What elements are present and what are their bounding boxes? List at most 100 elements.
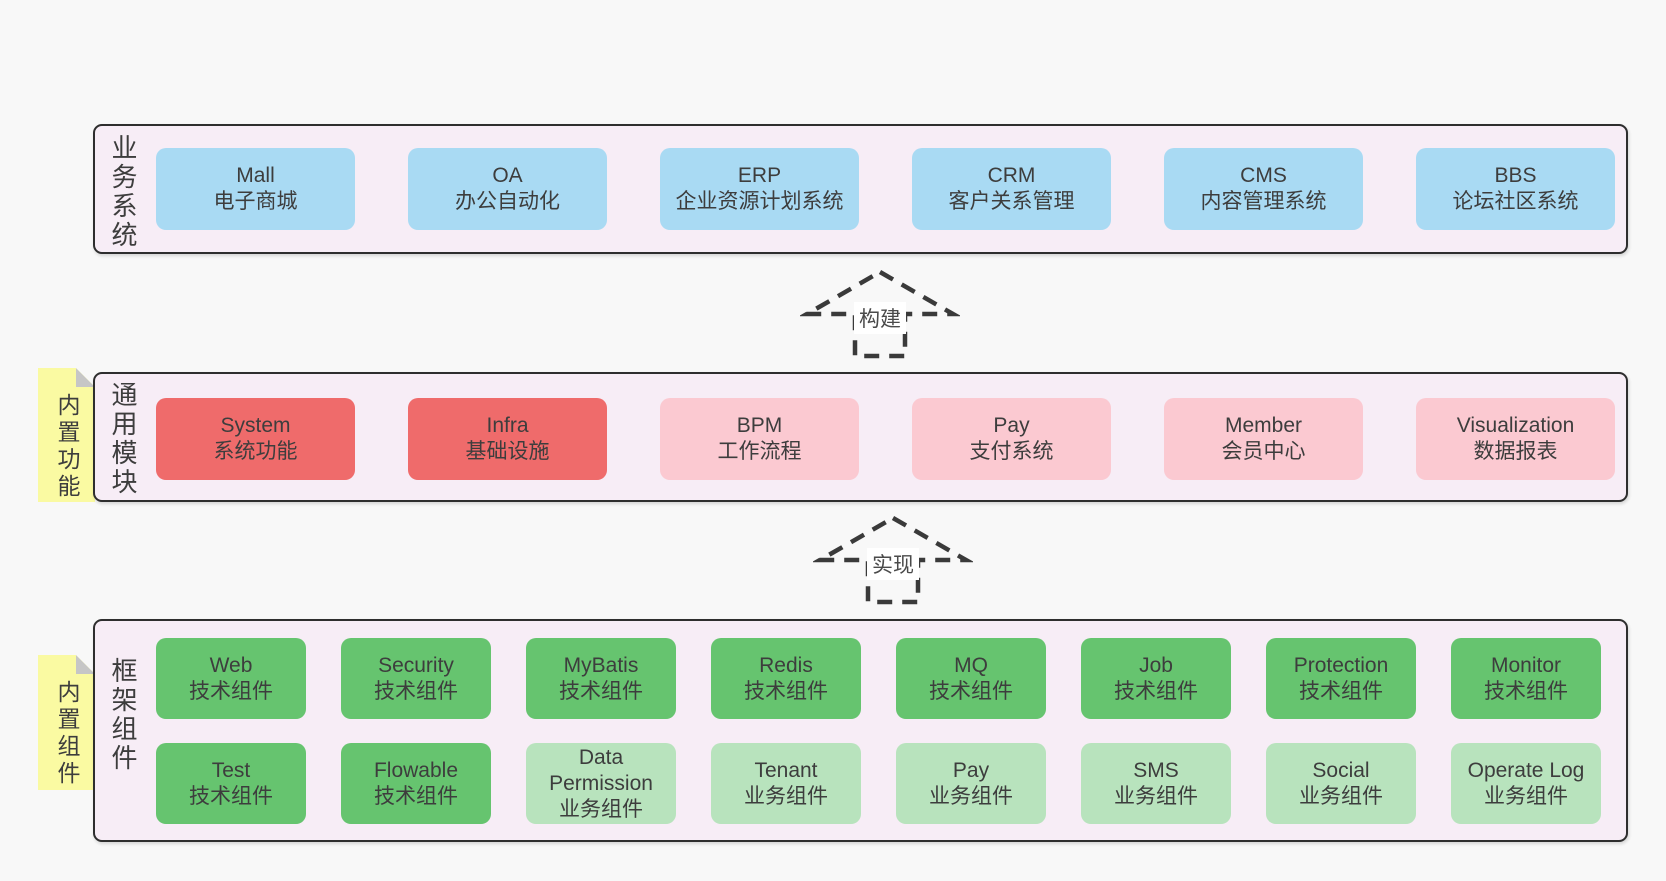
box-title: Infra	[486, 414, 529, 437]
box-subtitle: 基础设施	[465, 440, 550, 463]
box-title: Data Permission	[549, 745, 653, 795]
component-box-tenant: Tenant 业务组件	[711, 743, 861, 824]
module-box-infra: Infra 基础设施	[408, 398, 607, 480]
box-subtitle: 客户关系管理	[948, 190, 1075, 213]
box-subtitle: 技术组件	[189, 679, 273, 703]
box-subtitle: 电子商城	[213, 190, 298, 213]
box-subtitle: 数据报表	[1473, 440, 1558, 463]
components-row-1: Web 技术组件 Security 技术组件 MyBatis 技术组件 Redi…	[156, 638, 1601, 719]
component-box-social: Social 业务组件	[1266, 743, 1416, 824]
box-title: Monitor	[1490, 653, 1562, 677]
component-box-data-permission: Data Permission 业务组件	[526, 743, 676, 824]
layer-label: 通用模块	[108, 381, 138, 497]
box-title: Pay	[993, 414, 1030, 437]
box-title: CRM	[987, 164, 1036, 187]
sticky-note-builtin-features: 内置功能	[38, 368, 95, 502]
box-subtitle: 办公自动化	[455, 190, 560, 213]
box-subtitle: 业务组件	[744, 784, 828, 808]
module-boxes-row: System 系统功能 Infra 基础设施 BPM 工作流程 Pay 支付系统…	[156, 398, 1615, 480]
components-row-2: Test 技术组件 Flowable 技术组件 Data Permission …	[156, 743, 1601, 824]
component-box-mq: MQ 技术组件	[896, 638, 1046, 719]
component-box-sms: SMS 业务组件	[1081, 743, 1231, 824]
box-title: MyBatis	[563, 653, 639, 677]
component-box-redis: Redis 技术组件	[711, 638, 861, 719]
component-box-flowable: Flowable 技术组件	[341, 743, 491, 824]
box-title: Redis	[759, 653, 813, 677]
arrow-label: 构建	[854, 302, 906, 334]
component-box-job: Job 技术组件	[1081, 638, 1231, 719]
layer-label: 业务系统	[108, 134, 138, 250]
box-subtitle: 业务组件	[929, 784, 1013, 808]
up-arrow-dashed-icon	[800, 269, 960, 359]
layer-business-systems: 业务系统 Mall 电子商城 OA 办公自动化 ERP 企业资源计划系统 CRM…	[93, 124, 1628, 254]
box-subtitle: 论坛社区系统	[1452, 190, 1579, 213]
module-box-member: Member 会员中心	[1164, 398, 1363, 480]
module-box-bpm: BPM 工作流程	[660, 398, 859, 480]
module-box-visualization: Visualization 数据报表	[1416, 398, 1615, 480]
box-title: OA	[492, 164, 523, 187]
box-subtitle: 技术组件	[1484, 679, 1568, 703]
box-title: Web	[209, 653, 253, 677]
box-subtitle: 内容管理系统	[1200, 190, 1327, 213]
system-box-cms: CMS 内容管理系统	[1164, 148, 1363, 230]
component-box-pay: Pay 业务组件	[896, 743, 1046, 824]
box-title: Tenant	[754, 758, 818, 782]
box-title: ERP	[737, 164, 782, 187]
component-box-web: Web 技术组件	[156, 638, 306, 719]
arrow-label: 实现	[867, 548, 919, 580]
module-box-system: System 系统功能	[156, 398, 355, 480]
box-title: Member	[1224, 414, 1303, 437]
sticky-note-builtin-components: 内置组件	[38, 655, 95, 790]
box-title: MQ	[954, 653, 988, 677]
component-box-security: Security 技术组件	[341, 638, 491, 719]
layer-framework-components: 框架组件 Web 技术组件 Security 技术组件 MyBatis 技术组件…	[93, 619, 1628, 842]
system-box-erp: ERP 企业资源计划系统	[660, 148, 859, 230]
box-subtitle: 技术组件	[374, 784, 458, 808]
box-title: SMS	[1133, 758, 1179, 782]
box-subtitle: 技术组件	[189, 784, 273, 808]
box-subtitle: 技术组件	[1299, 679, 1383, 703]
component-box-mybatis: MyBatis 技术组件	[526, 638, 676, 719]
box-subtitle: 工作流程	[717, 440, 802, 463]
box-title: BPM	[736, 414, 783, 437]
box-subtitle: 技术组件	[374, 679, 458, 703]
business-boxes-row: Mall 电子商城 OA 办公自动化 ERP 企业资源计划系统 CRM 客户关系…	[156, 148, 1615, 230]
component-box-monitor: Monitor 技术组件	[1451, 638, 1601, 719]
box-title: Mall	[236, 164, 275, 187]
box-title: Security	[378, 653, 454, 677]
box-subtitle: 业务组件	[1299, 784, 1383, 808]
box-subtitle: 业务组件	[1484, 784, 1568, 808]
box-title: Pay	[952, 758, 990, 782]
system-box-bbs: BBS 论坛社区系统	[1416, 148, 1615, 230]
arrow-build: 构建	[800, 268, 960, 360]
up-arrow-dashed-icon	[813, 515, 973, 605]
module-box-pay: Pay 支付系统	[912, 398, 1111, 480]
box-title: Job	[1139, 653, 1173, 677]
box-title: System	[220, 414, 291, 437]
box-subtitle: 技术组件	[744, 679, 828, 703]
box-title: Visualization	[1456, 414, 1575, 437]
box-subtitle: 技术组件	[559, 679, 643, 703]
box-subtitle: 系统功能	[213, 440, 298, 463]
box-title: Protection	[1293, 653, 1389, 677]
box-title: Test	[211, 758, 251, 782]
layer-common-modules: 通用模块 System 系统功能 Infra 基础设施 BPM 工作流程 Pay…	[93, 372, 1628, 502]
component-box-protection: Protection 技术组件	[1266, 638, 1416, 719]
note-label: 内置组件	[54, 680, 80, 788]
component-box-operate-log: Operate Log 业务组件	[1451, 743, 1601, 824]
box-title: Social	[1312, 758, 1370, 782]
box-subtitle: 会员中心	[1221, 440, 1306, 463]
box-title: Flowable	[373, 758, 459, 782]
system-box-mall: Mall 电子商城	[156, 148, 355, 230]
note-label: 内置功能	[54, 393, 80, 501]
component-box-test: Test 技术组件	[156, 743, 306, 824]
box-subtitle: 技术组件	[929, 679, 1013, 703]
box-subtitle: 支付系统	[969, 440, 1054, 463]
box-title: CMS	[1240, 164, 1287, 187]
system-box-oa: OA 办公自动化	[408, 148, 607, 230]
box-subtitle: 业务组件	[1114, 784, 1198, 808]
box-title: Operate Log	[1467, 758, 1585, 782]
box-title: BBS	[1494, 164, 1537, 187]
system-box-crm: CRM 客户关系管理	[912, 148, 1111, 230]
